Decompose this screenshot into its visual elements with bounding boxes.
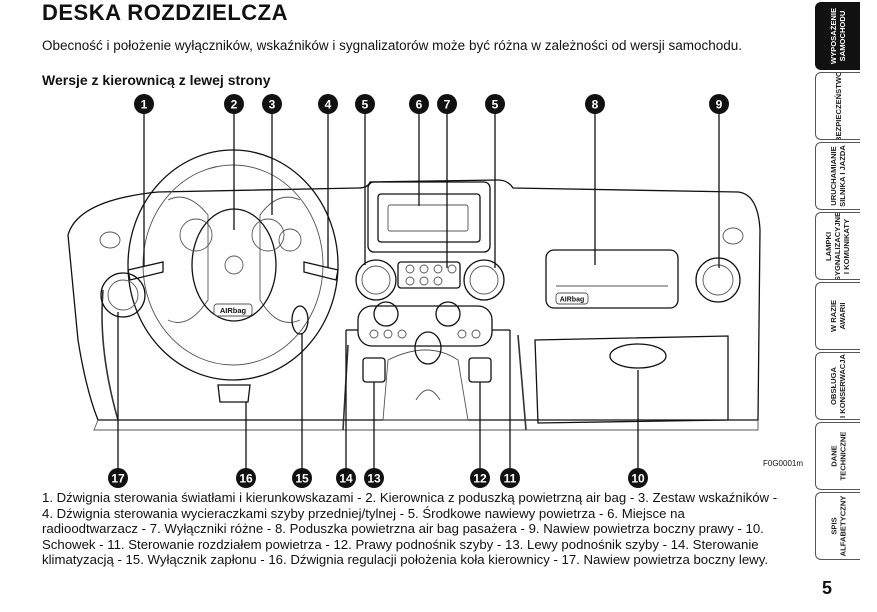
callout-13-label: 13 [367,472,381,486]
left-side-vent [100,272,146,318]
callout-14 [336,468,356,488]
callout-15 [292,468,312,488]
dashboard-outline [67,179,761,421]
tab-label: URUCHAMIANIE SILNIKA I JAZDA [829,145,847,207]
tab-uruchamianie[interactable]: URUCHAMIANIE SILNIKA I JAZDA [815,142,860,210]
callout-8 [585,94,605,114]
gear-knob [414,331,442,365]
ignition [291,305,309,335]
left-window-switch [362,357,386,383]
callout-15-label: 15 [295,472,309,486]
tab-label: LAMPKI SYGNALIZACYJNE I KOMUNIKATY [824,212,852,280]
tab-awarie[interactable]: W RAZIE AWARII [815,282,860,350]
callouts: 1 2 3 4 5 6 7 5 8 9 17 16 15 14 13 12 11… [108,94,729,488]
tab-spis[interactable]: SPIS ALFABETYCZNY [815,492,860,560]
figure-code: F0G0001m [763,459,804,468]
tab-label: W RAZIE AWARII [829,299,847,333]
callout-7-label: 7 [444,98,451,112]
callout-1-label: 1 [141,98,148,112]
callout-11 [500,468,520,488]
section-subtitle: Wersje z kierownicą z lewej strony [42,72,271,88]
page-number: 5 [822,578,833,598]
callout-10-label: 10 [631,472,645,486]
right-side-vent [695,257,741,303]
tab-obsluga[interactable]: OBSŁUGA I KONSERWACJA [815,352,860,420]
wiper-stalk [303,261,339,281]
figure-caption: 1. Dźwignia sterowania światłami i kieru… [42,490,778,567]
glove-box [534,335,729,424]
callout-3-label: 3 [269,98,276,112]
callout-8-label: 8 [592,98,599,112]
callout-2 [224,94,244,114]
tab-label: WYPOSAŻENIE SAMOCHODU [829,7,847,65]
callout-17 [108,468,128,488]
dashboard-diagram: AIRbag AIRbag [67,94,761,488]
tab-label: SPIS ALFABETYCZNY [829,495,847,557]
chapter-tabs: WYPOSAŻENIE SAMOCHODU BEZPIECZEŃSTWO URU… [815,0,861,570]
callout-5-right-label: 5 [492,98,499,112]
callout-4-label: 4 [325,98,332,112]
callout-6-label: 6 [416,98,423,112]
tab-lampki[interactable]: LAMPKI SYGNALIZACYJNE I KOMUNIKATY [815,212,860,280]
callout-16 [236,468,256,488]
tab-wyposazenie[interactable]: WYPOSAŻENIE SAMOCHODU [815,2,860,70]
callout-2-label: 2 [231,98,238,112]
callout-9 [709,94,729,114]
passenger-airbag-label: AIRbag [560,297,585,304]
callout-10 [628,468,648,488]
callout-5-right [485,94,505,114]
column-lever [217,384,251,403]
tab-dane[interactable]: DANE TECHNICZNE [815,422,860,490]
tab-bezpieczenstwo[interactable]: BEZPIECZEŃSTWO [815,72,860,140]
page-title: DESKA ROZDZIELCZA [42,0,289,25]
steering-wheel [127,149,339,381]
callout-7 [437,94,457,114]
callout-6 [409,94,429,114]
callout-12-label: 12 [473,472,487,486]
light-stalk [127,261,164,281]
intro-text: Obecność i położenie wyłączników, wskaźn… [42,38,743,53]
tab-label: BEZPIECZEŃSTWO [833,72,843,140]
tab-label: DANE TECHNICZNE [829,431,847,481]
callout-13 [364,468,384,488]
right-window-switch [468,357,492,383]
radio-bay [367,181,491,253]
tab-label: OBSŁUGA I KONSERWACJA [829,354,847,418]
callout-11-label: 11 [504,472,517,486]
callout-17-label: 17 [111,472,125,486]
callout-5-left [355,94,375,114]
climate-panel [357,305,493,347]
callout-9-label: 9 [716,98,723,112]
callout-14-label: 14 [339,472,353,486]
callout-5-left-label: 5 [362,98,369,112]
center-vent-left [355,259,397,301]
switch-panel [397,261,461,289]
callout-4 [318,94,338,114]
callout-3 [262,94,282,114]
callout-16-label: 16 [239,472,253,486]
callout-1 [134,94,154,114]
callout-12 [470,468,490,488]
steering-airbag-label: AIRbag [220,306,247,315]
passenger-airbag-panel [545,249,679,309]
center-vent-right [463,259,505,301]
